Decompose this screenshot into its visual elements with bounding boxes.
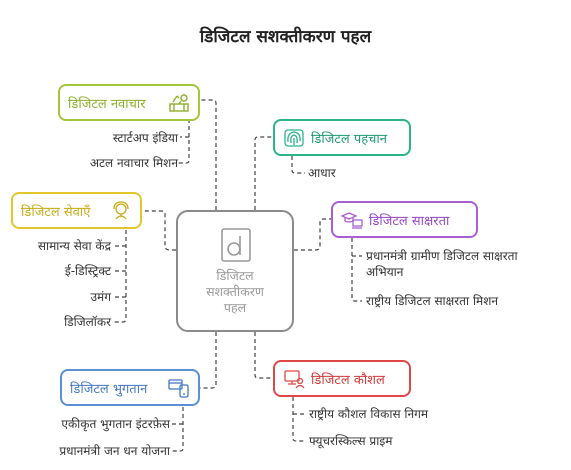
diagram-title: डिजिटल सशक्तीकरण पहल bbox=[199, 27, 372, 47]
node-digital-innovation: डिजिटल नवाचार bbox=[58, 84, 200, 121]
leaf-national-digital-literacy-mission: राष्ट्रीय डिजिटल साक्षरता मिशन bbox=[366, 294, 499, 308]
computer-training-icon bbox=[284, 370, 305, 389]
leaf-startup-india: स्टार्टअप इंडिया bbox=[112, 131, 178, 145]
node-digital-payments: डिजिटल भुगतान bbox=[60, 369, 200, 406]
node-digital-skills: डिजिटल कौशल bbox=[273, 360, 411, 397]
leaf-pm-jan-dhan-yojana: प्रधानमंत्री जन धन योजना bbox=[59, 444, 170, 458]
fingerprint-icon bbox=[284, 129, 304, 147]
mobile-payment-icon bbox=[168, 379, 189, 398]
node-digital-services: डिजिटल सेवाएँ bbox=[11, 192, 142, 229]
node-digital-literacy: डिजिटल साक्षरता bbox=[331, 201, 478, 238]
leaf-futureskills-prime: फ्यूचरस्किल्स प्राइम bbox=[309, 434, 393, 448]
digital-d-icon bbox=[221, 228, 251, 262]
node-literacy-label: डिजिटल साक्षरता bbox=[369, 213, 450, 229]
node-payments-label: डिजिटल भुगतान bbox=[70, 381, 148, 397]
leaf-e-district: ई-डिस्ट्रिक्ट bbox=[64, 264, 111, 278]
leaf-nsdc: राष्ट्रीय कौशल विकास निगम bbox=[309, 407, 429, 421]
node-identity-label: डिजिटल पहचान bbox=[311, 131, 387, 147]
leaf-umang: उमंग bbox=[90, 290, 111, 304]
node-innovation-label: डिजिटल नवाचार bbox=[68, 96, 146, 112]
leaf-pm-rural-digital-literacy-cont: अभियान bbox=[366, 265, 404, 279]
center-label-line3: पहल bbox=[223, 300, 247, 315]
workshop-tools-icon bbox=[169, 94, 189, 112]
leaf-aadhaar: आधार bbox=[308, 166, 336, 180]
node-digital-identity: डिजिटल पहचान bbox=[273, 119, 411, 156]
leaf-common-service-centre: सामान्य सेवा केंद्र bbox=[37, 239, 111, 253]
leaf-atal-innovation-mission: अटल नवाचार मिशन bbox=[89, 156, 178, 170]
node-skills-label: डिजिटल कौशल bbox=[311, 372, 385, 388]
leaf-digilocker: डिजिलॉकर bbox=[64, 315, 111, 329]
leaf-unified-payments-interface: एकीकृत भुगतान इंटरफ़ेस bbox=[61, 417, 170, 431]
leaf-pm-rural-digital-literacy: प्रधानमंत्री ग्रामीण डिजिटल साक्षरता bbox=[366, 249, 518, 263]
service-support-icon bbox=[113, 201, 129, 220]
graduate-computer-icon bbox=[341, 212, 363, 229]
center-label-line1: डिजिटल bbox=[216, 268, 254, 283]
center-topic-box: डिजिटल सशक्तीकरण पहल bbox=[176, 210, 294, 332]
node-services-label: डिजिटल सेवाएँ bbox=[21, 204, 91, 220]
center-label-line2: सशक्तीकरण bbox=[206, 284, 264, 299]
